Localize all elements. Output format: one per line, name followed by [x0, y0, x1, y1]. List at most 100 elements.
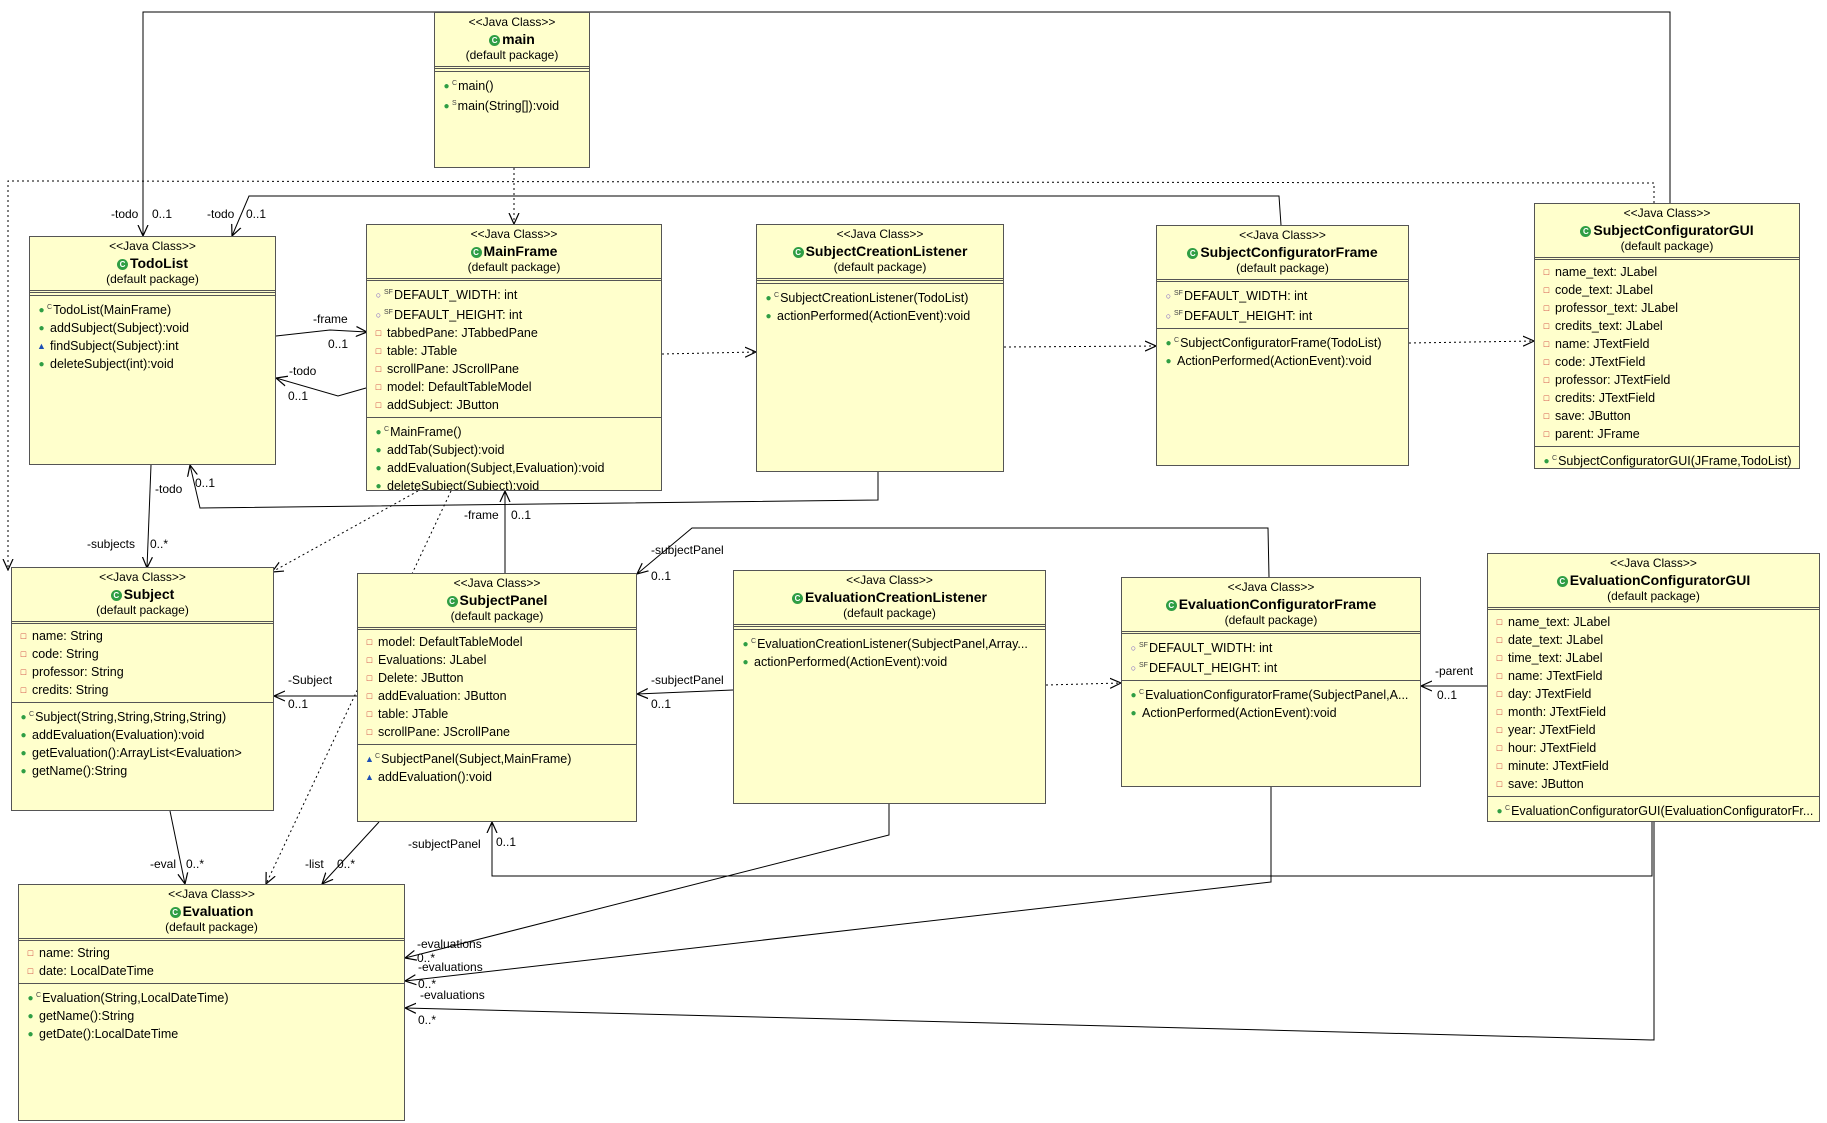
attribute-row[interactable]: □code_text: JLabel	[1541, 281, 1799, 299]
method-row[interactable]: ▲CSubjectPanel(Subject,MainFrame)	[364, 748, 636, 768]
attribute-row[interactable]: □credits_text: JLabel	[1541, 317, 1799, 335]
attribute-row[interactable]: □name: JTextField	[1541, 335, 1799, 353]
dep-mainframe-scl	[661, 352, 756, 354]
method-row[interactable]: ●addSubject(Subject):void	[36, 319, 275, 337]
method-row[interactable]: ●CSubjectCreationListener(TodoList)	[763, 287, 1003, 307]
method-row[interactable]: ●actionPerformed(ActionEvent):void	[740, 653, 1045, 671]
attribute-row[interactable]: □name: String	[18, 627, 273, 645]
method-row[interactable]: ●deleteSubject(Subject):void	[373, 477, 661, 490]
method-row[interactable]: ●Smain(String[]):void	[441, 95, 589, 115]
attribute-row[interactable]: □minute: JTextField	[1494, 757, 1819, 775]
attribute-row[interactable]: □scrollPane: JScrollPane	[373, 360, 661, 378]
method-row[interactable]: ●getName():String	[25, 1007, 404, 1025]
attribute-row[interactable]: □year: JTextField	[1494, 721, 1819, 739]
attribute-row[interactable]: □name_text: JLabel	[1541, 263, 1799, 281]
method-row[interactable]: ●CSubjectConfiguratorGUI(JFrame,TodoList…	[1541, 450, 1799, 468]
method-row[interactable]: ●CTodoList(MainFrame)	[36, 299, 275, 319]
method-row[interactable]: ●addEvaluation(Subject,Evaluation):void	[373, 459, 661, 477]
attribute-row[interactable]: □credits: String	[18, 681, 273, 699]
attribute-row[interactable]: ○SFDEFAULT_WIDTH: int	[1163, 285, 1408, 305]
attribute-row[interactable]: □month: JTextField	[1494, 703, 1819, 721]
method-row[interactable]: ●Cmain()	[441, 75, 589, 95]
attribute-row[interactable]: □addEvaluation: JButton	[364, 687, 636, 705]
attribute-row[interactable]: □date: LocalDateTime	[25, 962, 404, 980]
attribute-text: credits_text: JLabel	[1555, 319, 1663, 333]
attribute-row[interactable]: □Evaluations: JLabel	[364, 651, 636, 669]
private-square-icon: □	[20, 685, 27, 695]
method-row[interactable]: ●CEvaluationConfiguratorFrame(SubjectPan…	[1128, 684, 1420, 704]
attribute-row[interactable]: □table: JTable	[373, 342, 661, 360]
attribute-row[interactable]: ○SFDEFAULT_HEIGHT: int	[1163, 305, 1408, 325]
attribute-row[interactable]: ○SFDEFAULT_HEIGHT: int	[373, 304, 661, 324]
method-row[interactable]: ●CSubjectConfiguratorFrame(TodoList)	[1163, 332, 1408, 352]
attribute-row[interactable]: □professor_text: JLabel	[1541, 299, 1799, 317]
method-row[interactable]: ●addTab(Subject):void	[373, 441, 661, 459]
attribute-row[interactable]: □time_text: JLabel	[1494, 649, 1819, 667]
method-row[interactable]: ▲addEvaluation():void	[364, 768, 636, 786]
attribute-row[interactable]: □name: JTextField	[1494, 667, 1819, 685]
attribute-row[interactable]: □professor: String	[18, 663, 273, 681]
attribute-row[interactable]: ○SFDEFAULT_WIDTH: int	[373, 284, 661, 304]
private-square-icon: □	[366, 655, 373, 665]
attribute-row[interactable]: □date_text: JLabel	[1494, 631, 1819, 649]
attribute-row[interactable]: □addSubject: JButton	[373, 396, 661, 414]
method-row[interactable]: ▲findSubject(Subject):int	[36, 337, 275, 355]
attribute-row[interactable]: ○SFDEFAULT_HEIGHT: int	[1128, 657, 1420, 677]
attribute-row[interactable]: □professor: JTextField	[1541, 371, 1799, 389]
method-row[interactable]: ●CEvaluationCreationListener(SubjectPane…	[740, 633, 1045, 653]
attribute-row[interactable]: □tabbedPane: JTabbedPane	[373, 324, 661, 342]
attribute-row[interactable]: □name_text: JLabel	[1494, 613, 1819, 631]
attribute-row[interactable]: □name: String	[25, 944, 404, 962]
attribute-row[interactable]: □hour: JTextField	[1494, 739, 1819, 757]
attribute-row[interactable]: □save: JButton	[1494, 775, 1819, 793]
attribute-row[interactable]: □table: JTable	[364, 705, 636, 723]
method-row[interactable]: ●getName():String	[18, 762, 273, 780]
method-row[interactable]: ●addEvaluation(Evaluation):void	[18, 726, 273, 744]
attribute-row[interactable]: □save: JButton	[1541, 407, 1799, 425]
attribute-row[interactable]: □day: JTextField	[1494, 685, 1819, 703]
attribute-row[interactable]: ○SFDEFAULT_WIDTH: int	[1128, 637, 1420, 657]
attribute-row[interactable]: □Delete: JButton	[364, 669, 636, 687]
method-row[interactable]: ●ActionPerformed(ActionEvent):void	[1163, 352, 1408, 370]
attribute-row[interactable]: □code: String	[18, 645, 273, 663]
attribute-row[interactable]: □code: JTextField	[1541, 353, 1799, 371]
attribute-row[interactable]: □scrollPane: JScrollPane	[364, 723, 636, 741]
method-row[interactable]: ●CEvaluationConfiguratorGUI(EvaluationCo…	[1494, 800, 1819, 820]
method-row[interactable]: ●CEvaluation(String,LocalDateTime)	[25, 987, 404, 1007]
attribute-row[interactable]: □parent: JFrame	[1541, 425, 1799, 443]
method-row[interactable]: ●actionPerformed(ActionEvent):void	[763, 307, 1003, 325]
method-row[interactable]: ●getDate():LocalDateTime	[25, 1025, 404, 1043]
attribute-row[interactable]: □credits: JTextField	[1541, 389, 1799, 407]
method-row[interactable]: ●CSubject(String,String,String,String)	[18, 706, 273, 726]
method-row[interactable]: ●getEvaluation():ArrayList<Evaluation>	[18, 744, 273, 762]
attribute-row[interactable]: □model: DefaultTableModel	[364, 633, 636, 651]
method-row[interactable]: ●ActionPerformed(ActionEvent):void	[1128, 704, 1420, 722]
method-row[interactable]: ●CMainFrame()	[373, 421, 661, 441]
method-row[interactable]: ●deleteSubject(int):void	[36, 355, 275, 373]
attribute-row[interactable]: □model: DefaultTableModel	[373, 378, 661, 396]
